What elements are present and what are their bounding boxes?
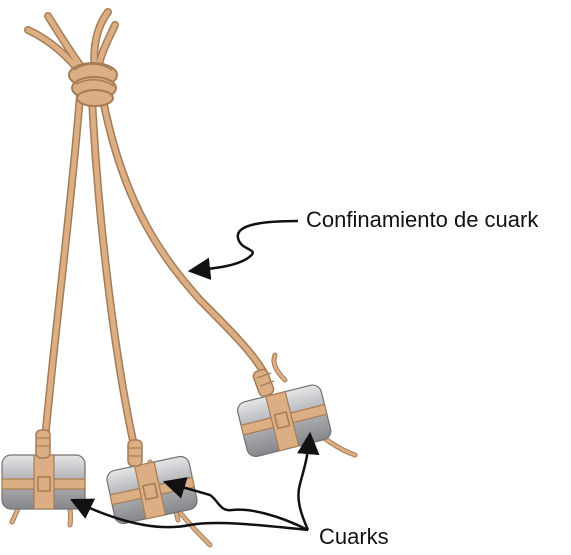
confinement-label: Confinamiento de cuark: [306, 207, 539, 232]
quarks-label: Cuarks: [319, 524, 389, 549]
quark-stone-middle: [106, 439, 213, 548]
confinement-arrow: [187, 219, 299, 281]
knot-icon: [68, 62, 118, 107]
quarks-arrows: [69, 431, 320, 532]
rope-strands-fill: [25, 9, 268, 453]
quark-stone-left: [1, 429, 86, 528]
quark-stone-right: [237, 352, 358, 458]
